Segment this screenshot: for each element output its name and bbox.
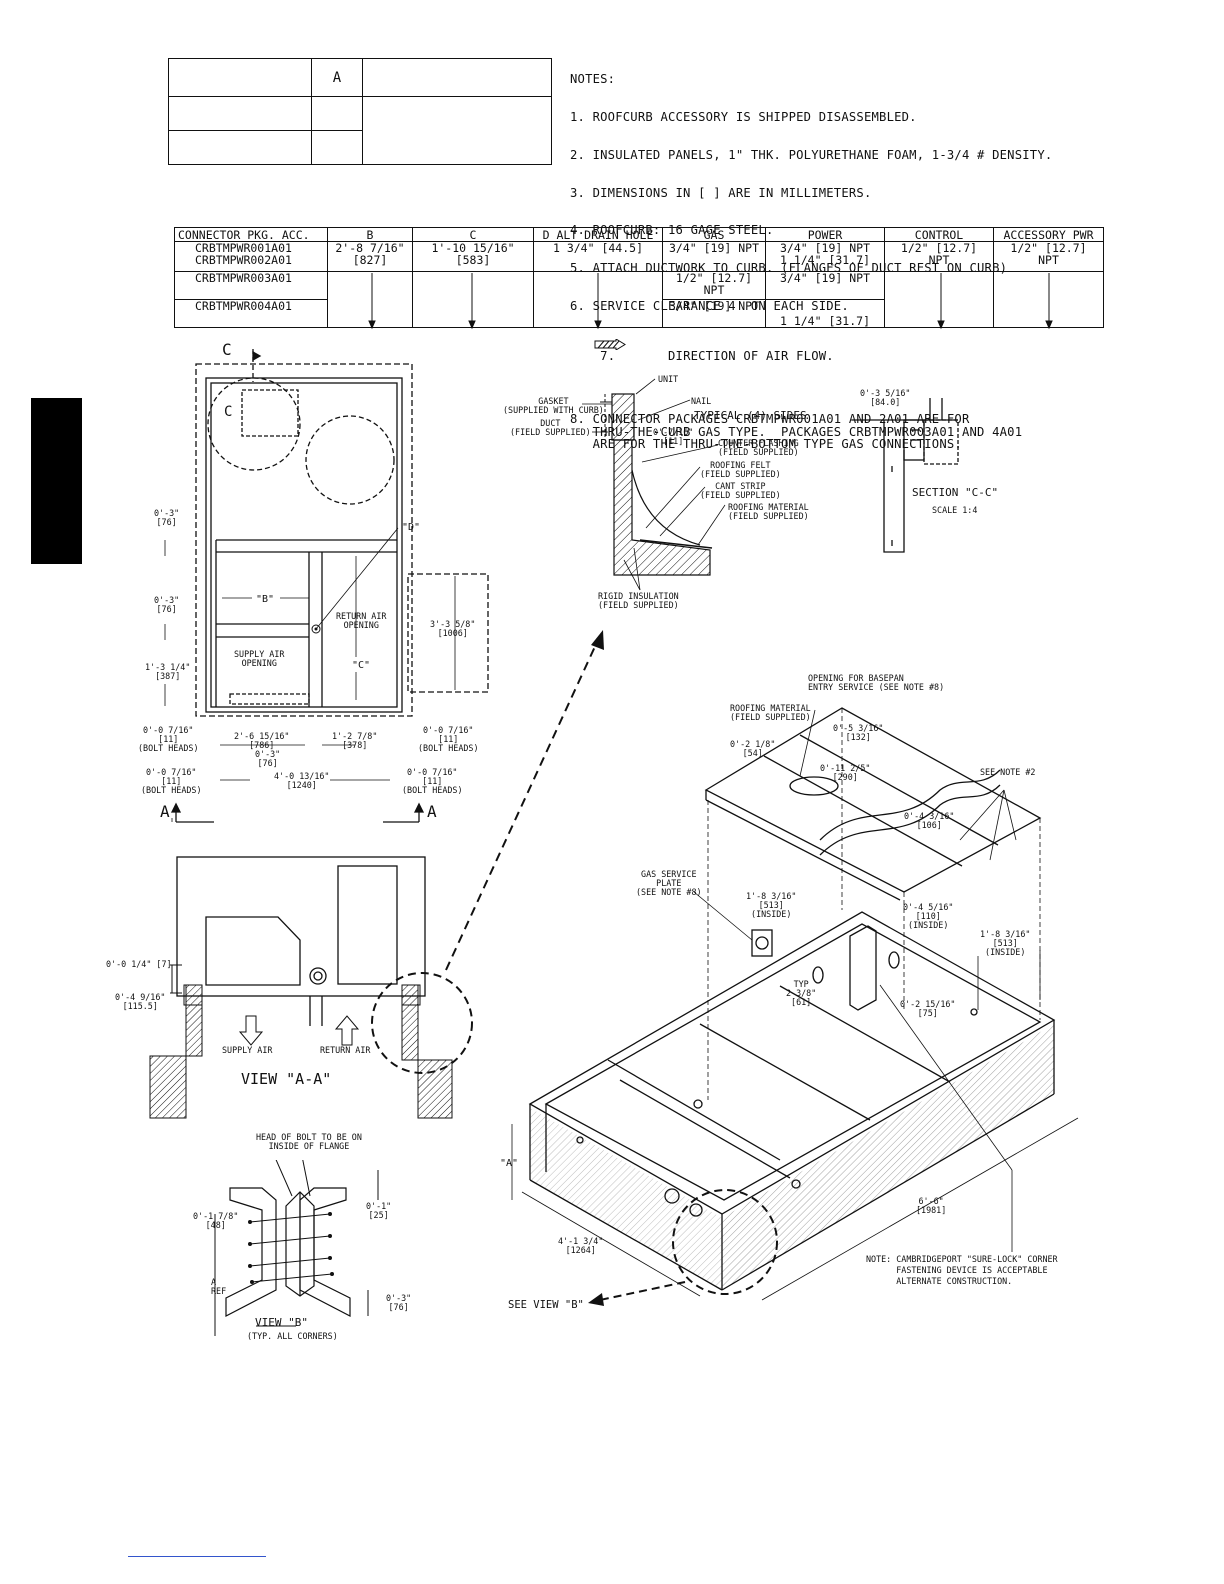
flashing-detail	[600, 393, 713, 576]
detail-label: RIGID INSULATION (FIELD SUPPLIED)	[598, 591, 679, 610]
detail-label: NAIL	[691, 396, 712, 406]
section-cc-title: SECTION "C-C"	[912, 486, 999, 499]
table-cell: 1 3/4" [44.5]	[533, 241, 663, 272]
detail-label: ROOFING MATERIAL (FIELD SUPPLIED)	[728, 502, 809, 521]
dim-label: 2'-6 15/16" [786]	[234, 731, 290, 750]
section-cc-drawing	[852, 398, 959, 553]
iso-dim: 1'-8 3/16" [513] (INSIDE)	[980, 929, 1031, 957]
dim-label: 0'-0 7/16" [11] (BOLT HEADS)	[138, 725, 199, 753]
dim-label: 0'-3" [76]	[154, 595, 180, 614]
section-c-label: C	[222, 340, 232, 359]
view-b-dim: 0'-1" [25]	[366, 1201, 392, 1220]
view-aa-title: VIEW "A-A"	[241, 1070, 332, 1088]
note-8: 8. CONNECTOR PACKAGES CRBTMPWR001A01 AND…	[570, 412, 1023, 452]
iso-dim: 0'-11 2/5" [290]	[820, 763, 871, 782]
iso-dim: 4'-1 3/4" [1264]	[558, 1236, 604, 1255]
iso-dim: 0'-2 15/16" [75]	[900, 999, 956, 1018]
plan-view: C C "D" "B" "C" A A	[160, 340, 489, 823]
table-cell: CRBTMPWR003A01	[174, 271, 328, 300]
iso-label: SEE NOTE #2	[980, 767, 1036, 777]
view-b-dim: 0'-3" [76]	[386, 1293, 412, 1312]
callout-arrow	[445, 630, 604, 971]
note-7-row: 7. DIRECTION OF AIR FLOW.	[570, 338, 1052, 388]
view-b-label: HEAD OF BOLT TO BE ON INSIDE OF FLANGE	[256, 1132, 362, 1151]
return-air-label: RETURN AIR OPENING	[336, 611, 387, 630]
detail-label: CANT STRIP (FIELD SUPPLIED)	[700, 481, 781, 500]
note-7: 7. DIRECTION OF AIR FLOW.	[600, 349, 834, 364]
roofcurb-isometric	[511, 707, 1079, 1306]
note-3: 3. DIMENSIONS IN [ ] ARE IN MILLIMETERS.	[570, 185, 872, 200]
col-header: ACCESSORY PWR	[993, 227, 1104, 242]
iso-dim: 6'-6" [1981]	[916, 1196, 947, 1215]
footer-link-line	[128, 1556, 266, 1557]
flashing-detail-leaders	[582, 378, 726, 591]
see-view-b: SEE VIEW "B"	[508, 1299, 584, 1311]
iso-dim: 0'-4 3/16" [106]	[904, 811, 955, 830]
c-label: "C"	[352, 660, 370, 671]
view-aa-supply: SUPPLY AIR	[222, 1045, 273, 1055]
table-cell: 1/2" [12.7] NPT	[993, 241, 1104, 272]
table-cell: CRBTMPWR004A01	[174, 299, 328, 328]
view-b-dim: 0'-1 7/8" [48]	[193, 1211, 239, 1230]
dim-label: 4'-0 13/16" [1240]	[274, 771, 330, 790]
detail-label: COUNTER FLASHING (FIELD SUPPLIED)	[718, 438, 799, 457]
b-label: "B"	[256, 594, 274, 605]
table-cell: 3/4" [19] NPT	[662, 299, 766, 328]
detail-label: ROOFING FELT (FIELD SUPPLIED)	[700, 460, 781, 479]
note-2: 2. INSULATED PANELS, 1" THK. POLYURETHAN…	[570, 147, 1053, 162]
airflow-arrow-icon	[594, 338, 626, 350]
view-aa-drawing	[149, 856, 473, 1119]
view-b-drawing	[214, 1160, 379, 1336]
iso-dim: 1'-8 3/16" [513] (INSIDE)	[746, 891, 797, 919]
table-cell: CRBTMPWR001A01 CRBTMPWR002A01	[174, 241, 328, 272]
detail-label: DUCT (FIELD SUPPLIED)	[510, 418, 591, 437]
iso-dim: 0'-4 5/16" [110] (INSIDE)	[903, 902, 954, 930]
section-tab	[31, 398, 82, 564]
section-c-label-inner: C	[224, 404, 232, 420]
iso-a-label: "A"	[500, 1158, 519, 1169]
iso-label: GAS SERVICE PLATE (SEE NOTE #8)	[636, 869, 702, 897]
col-header: CONTROL	[884, 227, 994, 242]
detail-title: TYPICAL (4) SIDES	[694, 409, 807, 422]
table-cell: 2'-8 7/16" [827]	[327, 241, 413, 272]
view-b-aref: A REF	[211, 1277, 227, 1296]
dim-label: 0'-3" [76]	[255, 749, 281, 768]
view-aa-dim: 0'-0 1/4" [7]	[106, 959, 172, 969]
iso-dim: 0'-5 3/16" [132]	[833, 723, 884, 742]
dim-label: 1'-3 1/4" [387]	[145, 662, 191, 681]
table-cell: 3/4" [19] NPT	[662, 241, 766, 272]
col-header: POWER	[765, 227, 885, 242]
dim-label: 0'-3" [76]	[154, 508, 180, 527]
dim-label: 0'-0 7/16" [11] (BOLT HEADS)	[141, 767, 202, 795]
iso-note: NOTE: CAMBRIDGEPORT "SURE-LOCK" CORNER F…	[866, 1254, 1058, 1286]
detail-label: 0'-7/16" [11]	[653, 427, 694, 446]
view-b-title: VIEW "B"	[255, 1316, 308, 1329]
dim-label: 0'-0 7/16" [11] (BOLT HEADS)	[402, 767, 463, 795]
table-ditto-arrows	[368, 273, 1053, 330]
section-cc-dim: 0'-3 5/16" [84.0]	[860, 388, 911, 407]
dim-label: 3'-3 5/8" [1006]	[430, 619, 476, 638]
section-a-left: A	[160, 802, 170, 821]
section-a-right: A	[427, 802, 437, 821]
d-label: "D"	[402, 522, 420, 533]
notes-title: NOTES:	[570, 72, 616, 87]
curb-height-table: A	[168, 58, 552, 165]
iso-label: OPENING FOR BASEPAN ENTRY SERVICE (SEE N…	[808, 673, 945, 692]
view-aa-return: RETURN AIR	[320, 1045, 371, 1055]
detail-label: GASKET (SUPPLIED WITH CURB)	[503, 396, 604, 415]
dim-label: 0'-0 7/16" [11] (BOLT HEADS)	[418, 725, 479, 753]
table-cell: 1/2" [12.7] NPT	[662, 271, 766, 300]
supply-air-label: SUPPLY AIR OPENING	[234, 649, 285, 668]
iso-label: ROOFING MATERIAL (FIELD SUPPLIED)	[730, 703, 811, 722]
iso-dim: TYP 2 3/8" [61]	[786, 979, 817, 1007]
table-cell: 1 1/4" [31.7]	[765, 299, 885, 328]
dim-label: 1'-2 7/8" [378]	[332, 731, 378, 750]
note-1: 1. ROOFCURB ACCESSORY IS SHIPPED DISASSE…	[570, 109, 917, 124]
view-b-subtitle: (TYP. ALL CORNERS)	[247, 1331, 338, 1341]
iso-dim: 0'-2 1/8" [54]	[730, 739, 776, 758]
section-cc-scale: SCALE 1:4	[932, 505, 978, 515]
view-aa-dim: 0'-4 9/16" [115.5]	[115, 992, 166, 1011]
detail-label: UNIT	[658, 374, 679, 384]
table-cell: 3/4" [19] NPT 1 1/4" [31.7]	[765, 241, 885, 272]
